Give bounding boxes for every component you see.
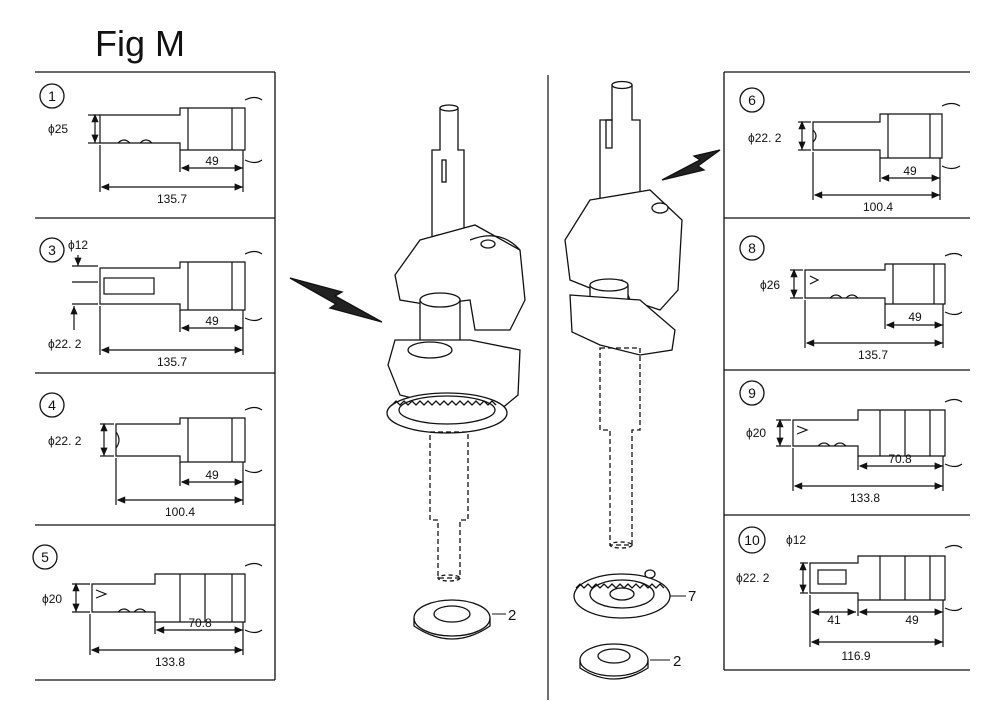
- panel-number: 3: [48, 242, 56, 258]
- length-label: 49: [205, 314, 219, 328]
- shaft-end-drawing: [799, 544, 963, 647]
- shaft-end-drawing: [70, 250, 263, 355]
- diameter-label: ϕ26: [760, 278, 780, 292]
- diameter-label: ϕ22. 2: [48, 434, 82, 448]
- diameter-top-label: ϕ12: [786, 533, 806, 547]
- panel-number: 9: [748, 385, 756, 401]
- length-label: 49: [205, 154, 219, 168]
- panel-4: 4 ϕ22. 2 49 100.4: [39, 392, 263, 519]
- length-label: 49: [908, 310, 922, 324]
- panel-1: 1 ϕ25 49 135.7: [39, 83, 263, 206]
- panel-number: 10: [744, 532, 760, 548]
- left-panel-frame: [35, 71, 276, 681]
- callout-washer-right: 2: [673, 653, 681, 670]
- total-length-label: 135.7: [157, 192, 187, 206]
- length-label: 70.8: [188, 616, 212, 630]
- total-length-label: 133.8: [155, 655, 185, 669]
- panel-3: 3 ϕ12 ϕ22. 2 49 135.7: [39, 237, 263, 369]
- figure-title: Fig M: [95, 23, 185, 64]
- panel-8: 8 ϕ26 49 135.7: [739, 235, 963, 362]
- shaft-end-drawing: [798, 102, 961, 200]
- shaft-end-drawing: [72, 562, 263, 655]
- panel-number: 5: [41, 549, 49, 565]
- length-label: 49: [905, 613, 919, 627]
- panel-5: 5 ϕ20 70.8 133.8: [32, 544, 263, 669]
- total-length-label: 100.4: [165, 505, 195, 519]
- callout-gear-right: 7: [688, 588, 696, 605]
- shaft-end-drawing: [88, 96, 263, 192]
- total-length-label: 133.8: [850, 491, 880, 505]
- shaft-end-drawing: [776, 398, 963, 491]
- total-length-label: 135.7: [858, 348, 888, 362]
- length-label: 49: [903, 164, 917, 178]
- panel-number: 1: [48, 88, 56, 104]
- panel-number: 6: [748, 92, 756, 108]
- length-label: 70.8: [888, 452, 912, 466]
- length-b-label: 41: [827, 613, 841, 627]
- panel-number: 8: [748, 240, 756, 256]
- total-length-label: 100.4: [863, 200, 893, 214]
- panel-number: 4: [48, 397, 56, 413]
- left-crankshaft-illustration: [289, 104, 526, 640]
- shaft-end-drawing: [790, 252, 963, 348]
- diameter-label: ϕ20: [42, 592, 62, 606]
- diameter-label: ϕ22. 2: [736, 571, 770, 585]
- diameter-label: ϕ20: [746, 426, 766, 440]
- diameter-label: ϕ25: [48, 122, 68, 136]
- total-length-label: 135.7: [157, 355, 187, 369]
- pointer-arrow-left: [289, 277, 383, 323]
- shaft-end-drawing: [100, 406, 263, 505]
- diameter-top-label: ϕ12: [68, 238, 88, 252]
- panel-9: 9 ϕ20 70.8 133.8: [739, 380, 963, 505]
- diameter-label: ϕ22. 2: [48, 337, 82, 351]
- panel-6: 6 ϕ22. 2 49 100.4: [739, 87, 961, 214]
- right-panel-frame: [723, 71, 970, 671]
- panel-10: 10 ϕ12 ϕ22. 2 41 49 116.9: [736, 526, 963, 663]
- pointer-arrow-right: [661, 149, 721, 181]
- length-label: 49: [205, 468, 219, 482]
- right-crankshaft-illustration: [564, 80, 721, 680]
- diameter-label: ϕ22. 2: [748, 131, 782, 145]
- total-length-label: 116.9: [841, 649, 870, 663]
- callout-washer-left: 2: [508, 607, 516, 624]
